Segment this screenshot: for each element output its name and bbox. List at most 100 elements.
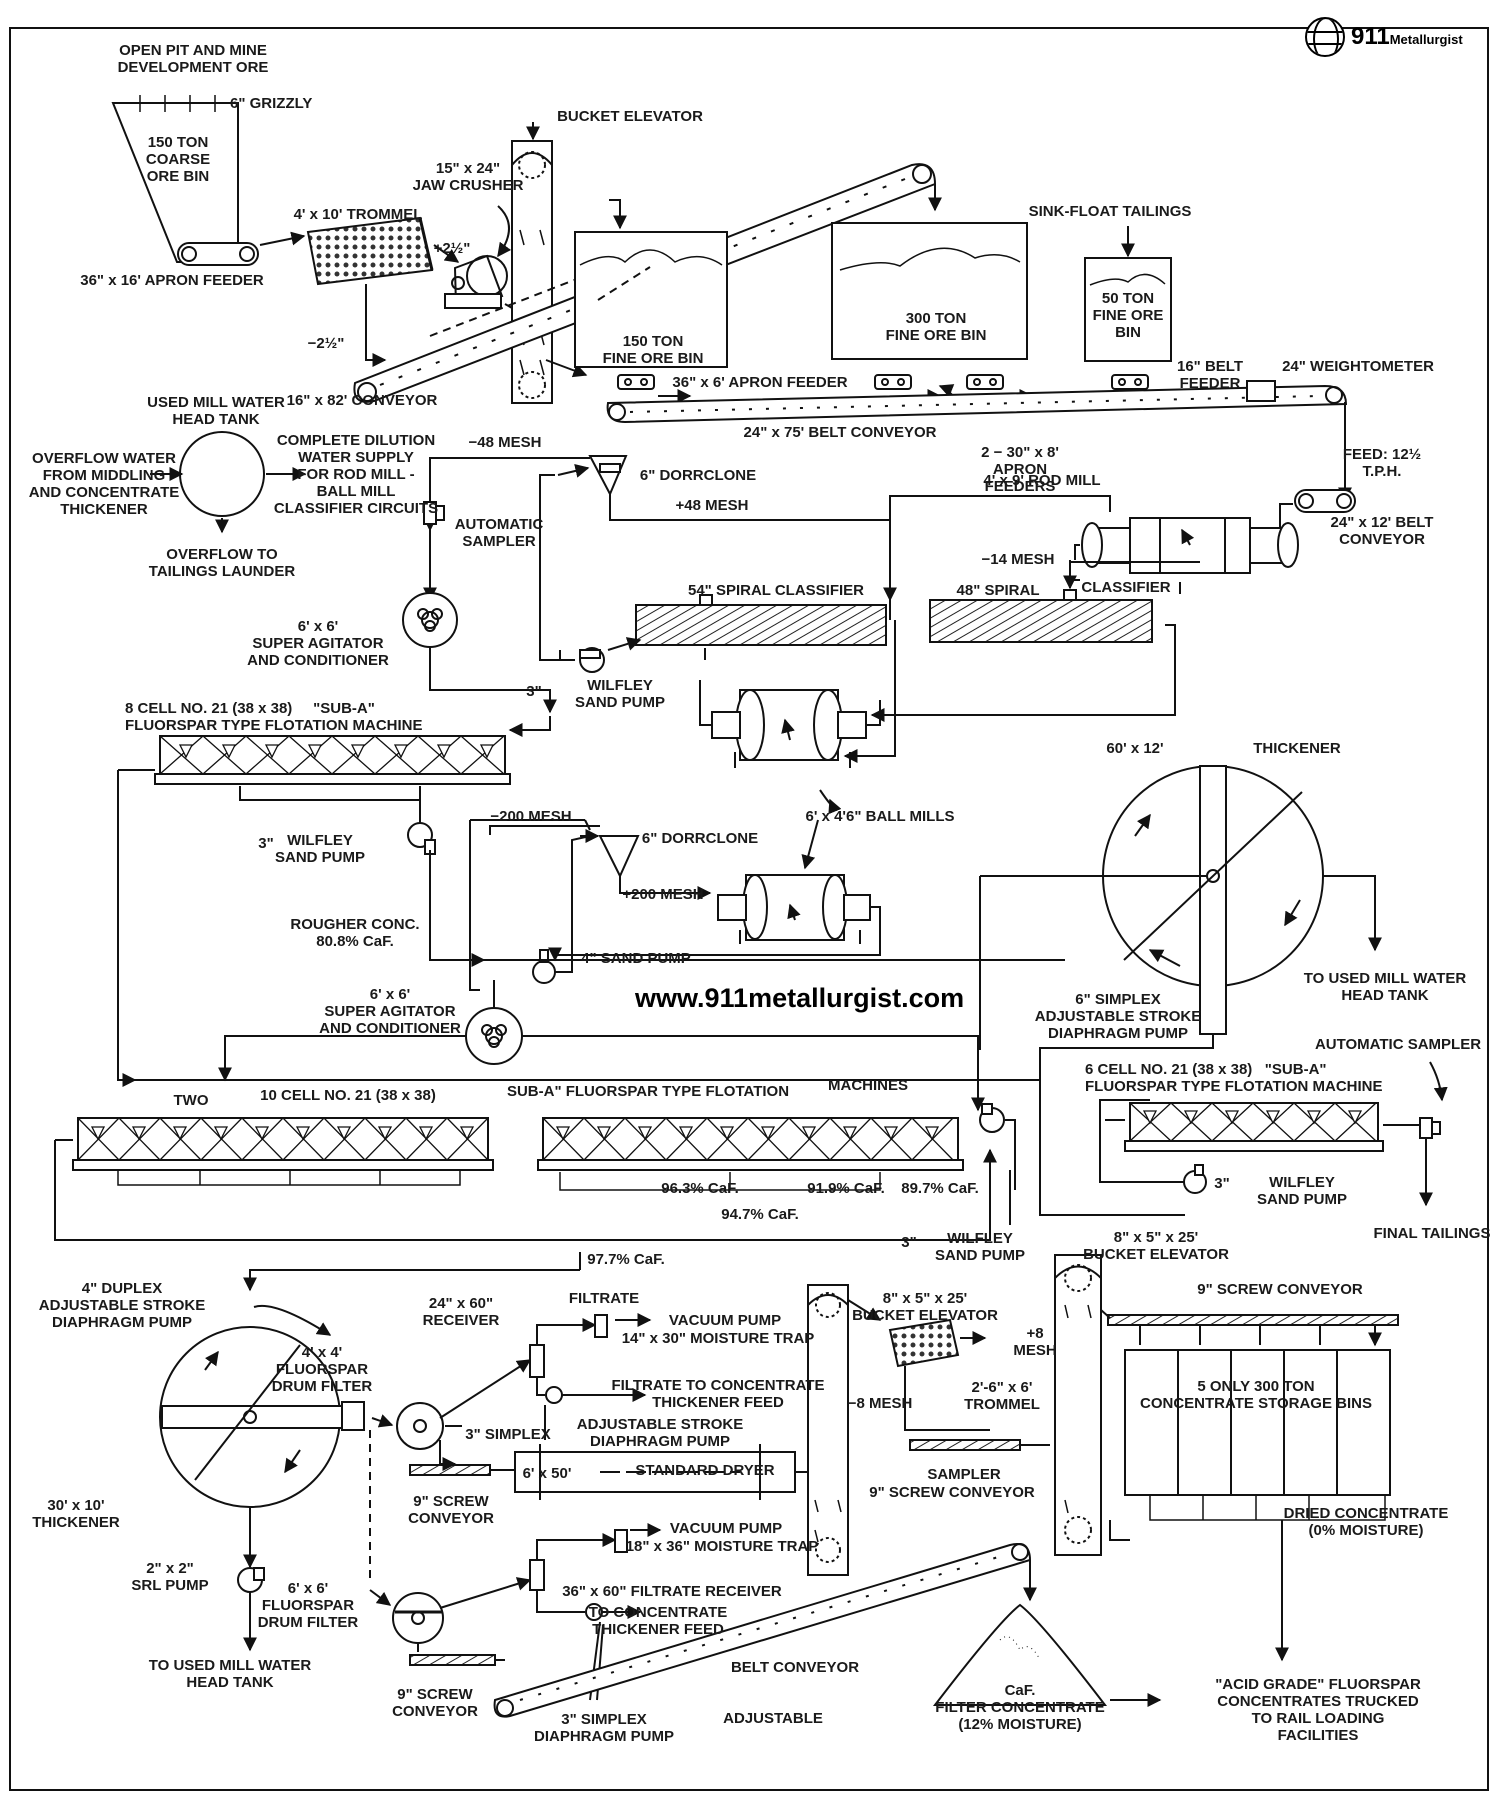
belt-conveyor-24x12	[1294, 489, 1356, 513]
screw-conveyor-9-top	[1107, 1314, 1399, 1326]
label-grade-897: 89.7% CaF.	[901, 1180, 979, 1197]
dorrclone-6-b	[598, 835, 640, 879]
label-bucket-elevator-top: BUCKET ELEVATOR	[557, 108, 703, 125]
label-conveyor-16x82: 16" x 82' CONVEYOR	[286, 392, 438, 409]
label-belt-conveyor-24x75: 24" x 75' BELT CONVEYOR	[743, 424, 937, 441]
apron-feeder-36x6	[617, 374, 655, 390]
label-classifier: CLASSIFIER	[1081, 579, 1171, 596]
label-screw-conveyor-2: 9" SCREW CONVEYOR	[869, 1484, 1035, 1501]
label-sampler: SAMPLER	[927, 1466, 1001, 1483]
logo-number: 911	[1351, 23, 1390, 50]
label-simplex-3-top: 3" SIMPLEX	[465, 1426, 551, 1443]
label-filtrate-to-conc: FILTRATE TO CONCENTRATE THICKENER FEED	[611, 1377, 825, 1411]
label-to-head-tank-1: TO USED MILL WATER HEAD TANK	[1303, 970, 1467, 1004]
bucket-elevator-mid	[807, 1284, 849, 1576]
label-filtrate-receiver: 36" x 60" FILTRATE RECEIVER	[562, 1583, 782, 1600]
label-head-tank: USED MILL WATER HEAD TANK	[147, 394, 285, 428]
apron-feeder-30x8-b	[966, 374, 1004, 390]
label-agitator-1: 6' x 6' SUPER AGITATOR AND CONDITIONER	[247, 618, 389, 669]
label-auto-sampler-2: AUTOMATIC SAMPLER	[1314, 1036, 1482, 1053]
flotation-10-cell-b	[537, 1117, 964, 1171]
concentrate-storage-bins	[1124, 1349, 1391, 1496]
fine-ore-bin-150	[574, 231, 728, 368]
trommel-2-6x6	[888, 1318, 960, 1368]
label-thickener-30: 30' x 10' THICKENER	[32, 1497, 120, 1531]
label-three-in-1: 3"	[526, 683, 542, 700]
head-tank	[179, 431, 265, 517]
label-sub-a-machines-a: SUB-A" FLUORSPAR TYPE FLOTATION	[506, 1083, 790, 1100]
label-drum-filter-2: 6' x 6' FLUORSPAR DRUM FILTER	[257, 1580, 359, 1631]
label-to-conc-thickener: TO CONCENTRATE THICKENER FEED	[588, 1604, 728, 1638]
filter-concentrate-pile	[932, 1603, 1108, 1706]
label-three-in-3: 3"	[1214, 1175, 1230, 1192]
label-apron-feeder-36: 36" x 16' APRON FEEDER	[80, 272, 264, 289]
label-dorrclone-2: 6" DORRCLONE	[641, 830, 759, 847]
sand-pump-4	[532, 949, 556, 984]
jaw-crusher	[444, 254, 508, 309]
label-apron-feeders-30x8: 2 − 30" x 8' APRON FEEDERS	[981, 444, 1059, 495]
website-url: www.911metallurgist.com	[635, 983, 965, 1013]
label-flotation-8-cell: 8 CELL NO. 21 (38 x 38) "SUB-A" FLUORSPA…	[125, 700, 423, 734]
automatic-sampler-2	[1419, 1117, 1441, 1139]
bucket-elevator-main	[511, 140, 553, 404]
label-dryer: STANDARD DRYER	[635, 1462, 775, 1479]
label-receiver-24x60: 24" x 60" RECEIVER	[422, 1295, 500, 1329]
label-acid-grade: "ACID GRADE" FLUORSPAR CONCENTRATES TRUC…	[1215, 1676, 1421, 1744]
wilfley-pump-1	[579, 647, 605, 673]
belt-feeder-16	[1111, 374, 1149, 390]
label-auto-sampler-1: AUTOMATIC SAMPLER	[454, 516, 544, 550]
spiral-classifier-48	[929, 589, 1153, 643]
label-plus-200: +200 MESH	[622, 886, 704, 903]
label-filter-conc: CaF. FILTER CONCENTRATE (12% MOISTURE)	[935, 1682, 1105, 1733]
label-sink-float: SINK-FLOAT TAILINGS	[1028, 203, 1192, 220]
label-moisture-trap-2: 18" x 36" MOISTURE TRAP	[625, 1538, 819, 1555]
label-two-10-cell-b: 10 CELL NO. 21 (38 x 38)	[260, 1087, 436, 1104]
label-three-in-2: 3"	[258, 835, 274, 852]
label-spiral-48: 48" SPIRAL	[956, 582, 1040, 599]
rod-mill-4x9	[1081, 500, 1299, 594]
bucket-elevator-right	[1054, 1254, 1102, 1556]
screw-conveyor-sampler	[909, 1439, 1021, 1451]
label-bucket-elev-right: 8" x 5" x 25' BUCKET ELEVATOR	[1083, 1229, 1229, 1263]
label-two-10-cell-a: TWO	[173, 1092, 209, 1109]
label-fine-bin-50: 50 TON FINE ORE BIN	[1092, 290, 1164, 341]
label-grade-963: 96.3% CaF.	[661, 1180, 739, 1197]
label-wilfley-2: WILFLEY SAND PUMP	[274, 832, 366, 866]
label-minus-14: −14 MESH	[981, 551, 1055, 568]
label-fine-bin-150: 150 TON FINE ORE BIN	[602, 333, 704, 367]
logo-word: Metallurgist	[1389, 32, 1463, 47]
ball-mill-1	[711, 689, 867, 768]
filtrate-receiver-36x60	[529, 1559, 545, 1591]
label-srl-pump: 2" x 2" SRL PUMP	[131, 1560, 209, 1594]
brand-logo: 911Metallurgist	[1305, 16, 1463, 58]
label-adj-stroke-top: ADJUSTABLE STROKE DIAPHRAGM PUMP	[576, 1416, 744, 1450]
label-to-head-tank-2: TO USED MILL WATER HEAD TANK	[148, 1657, 312, 1691]
trommel-4x10	[306, 216, 434, 286]
label-filtrate: FILTRATE	[568, 1290, 640, 1307]
label-vacuum-pump-2: VACUUM PUMP	[669, 1520, 783, 1537]
label-simplex-3-bottom: 3" SIMPLEX DIAPHRAGM PUMP	[533, 1711, 675, 1745]
apron-feeder-36x16	[177, 242, 259, 266]
screw-conveyor-9-a	[409, 1464, 491, 1476]
label-vacuum-pump-1: VACUUM PUMP	[668, 1312, 782, 1329]
simplex-pump-3-top	[545, 1386, 563, 1404]
label-final-tailings: FINAL TAILINGS	[1373, 1225, 1491, 1242]
label-minus-48: −48 MESH	[468, 434, 542, 451]
label-dorrclone-1: 6" DORRCLONE	[639, 467, 757, 484]
label-rougher: ROUGHER CONC. 80.8% CaF.	[290, 916, 420, 950]
label-drum-filter-1: 4' x 4' FLUORSPAR DRUM FILTER	[271, 1344, 373, 1395]
label-plus-8: +8 MESH	[1013, 1325, 1057, 1359]
label-fine-bin-300: 300 TON FINE ORE BIN	[885, 310, 987, 344]
standard-dryer-6x50	[514, 1444, 796, 1500]
label-three-in-4: 3"	[901, 1234, 917, 1251]
label-trommel-2-6: 2'-6" x 6' TROMMEL	[964, 1379, 1040, 1413]
dorrclone-6-a	[588, 455, 628, 497]
label-overflow-out: OVERFLOW TO TAILINGS LAUNDER	[148, 546, 296, 580]
label-grizzly: 6" GRIZZLY	[230, 95, 313, 112]
flotation-10-cell-a	[72, 1117, 494, 1171]
label-thickener-60: THICKENER	[1253, 740, 1341, 757]
label-agitator-2: 6' x 6' SUPER AGITATOR AND CONDITIONER	[319, 986, 461, 1037]
label-minus-200: −200 MESH	[490, 808, 572, 825]
page-border	[9, 27, 1489, 1791]
